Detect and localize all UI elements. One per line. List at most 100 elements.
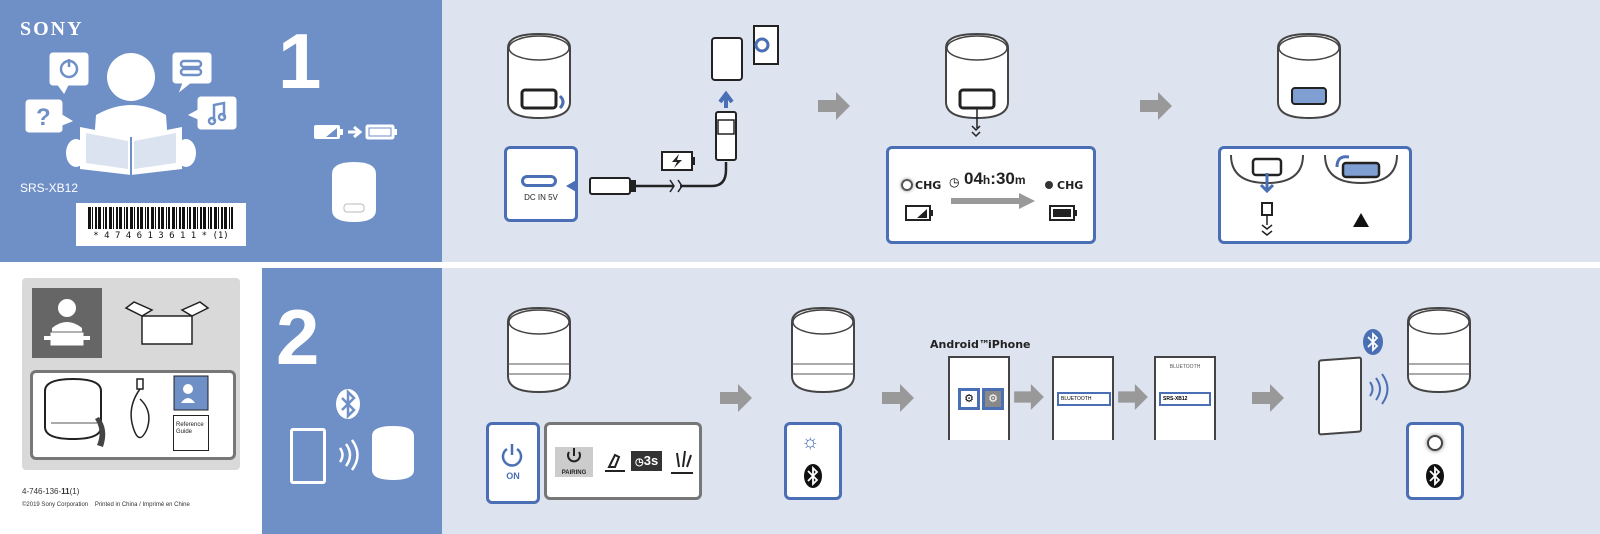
printed-in: Printed in China / Imprimé en Chine [94,502,190,508]
adapter-icon [711,37,743,81]
cover-panel: SONY ? SRS-XB12 * [0,0,262,262]
usb-c-port-icon [521,175,557,187]
speaker-front-icon [507,306,571,394]
dc-in-port-callout: DC IN 5V [504,146,578,222]
iphone-settings-icon[interactable]: ⚙ [982,388,1004,410]
chg-led-on-icon [901,179,913,191]
arrow-right-icon [720,384,752,412]
barcode-number: * 4 7 4 6 1 3 6 1 1 * (1) [93,231,229,241]
model-name: SRS-XB12 [20,181,79,195]
device-list-header: BLUETOOTH [1169,364,1201,370]
speaker-front-icon [1407,306,1471,394]
bluetooth-icon [1363,329,1383,355]
hand-release-icon [671,450,693,474]
power-icon [501,444,523,467]
cover-close-callout [1218,146,1412,244]
open-box-icon [124,301,210,345]
step2-number: 2 [276,293,320,381]
charge-time: 04h:30m [964,169,1026,189]
manual-icon [173,375,209,411]
progress-arrow-icon [951,193,1035,209]
chg-label-off: CHG [1057,179,1084,192]
barcode: * 4 7 4 6 1 3 6 1 1 * (1) [76,203,246,246]
speaker-cover-closed-icon [1277,32,1341,120]
pairing-callout: PAIRING ◷3s [544,422,702,500]
arrow-right-icon [1118,384,1148,410]
cable-illustration [566,25,779,195]
speaker-back-icon [507,32,571,120]
on-label: ON [506,471,520,481]
wireless-waves-icon [338,439,359,471]
step2-panel: ON PAIRING ◷3s ☼ Android™ iPhone ⚙ [442,268,1600,534]
device-item-label: SRS-XB12 [1163,396,1188,402]
phone-settings-screen: ⚙ ⚙ [948,356,1010,440]
unboxing-icon [32,288,102,358]
svg-text:?: ? [36,104,51,131]
sony-logo: SONY [20,18,84,40]
hold-timer: ◷3s [631,451,663,471]
connected-phone-icon [1318,356,1362,436]
speaker-with-strap-icon [44,377,106,447]
power-icon [567,448,581,463]
time-h: h [982,173,991,187]
bluetooth-led-icon [804,464,822,488]
bluetooth-toggle[interactable]: BLUETOOTH [1057,392,1111,406]
power-bubble-icon [49,52,89,86]
footer-line: ©2019 Sony Corporation Printed in China … [22,502,190,508]
bluetooth-led-icon [1426,464,1444,488]
part-number-prefix: 4-746-136- [22,487,62,496]
part-number-bold: 11 [61,487,70,496]
device-list-item[interactable]: SRS-XB12 [1159,392,1211,406]
connected-led-callout [1406,422,1464,500]
arrow-right-icon [882,384,914,412]
arrow-right-icon [818,92,850,120]
bluetooth-icon [336,388,360,420]
speaker-charging-icon [945,32,1009,138]
time-m: m [1014,173,1026,187]
battery-charging-icon [661,151,695,171]
speaker-icon [332,162,376,222]
charging-time-callout: CHG ◷ 04h:30m CHG [886,146,1096,244]
reader-illustration: ? [25,52,237,175]
bluetooth-toggle-screen: BLUETOOTH [1052,356,1114,440]
pairing-label: PAIRING [561,470,587,476]
clock-icon: ◷ [635,457,644,468]
chg-label-on: CHG [915,179,942,192]
step2-side-panel: 2 [262,268,442,534]
part-number: 4-746-136-11(1) [22,487,79,496]
contents-list: Reference Guide [30,370,236,460]
arrow-right-icon [1140,92,1172,120]
usb-cable-icon [130,378,150,439]
time-hours: 04 [964,169,983,188]
part-number-suffix: (1) [69,487,80,496]
unplug-illustration [1230,154,1304,236]
time-minutes: 30 [995,169,1015,188]
bluetooth-setting-label: BLUETOOTH [1061,396,1092,402]
clock-icon: ◷ [949,175,960,189]
barcode-lines [88,207,233,229]
phone-icon [290,428,326,484]
step1-panel: DC IN 5V CHG ◷ 04h:30m CHG [442,0,1600,262]
battery-low-icon [905,205,933,221]
contents-frame: Reference Guide [22,278,240,470]
port-label: DC IN 5V [524,193,558,202]
hand-press-icon [605,453,625,472]
reference-guide-icon: Reference Guide [173,415,209,451]
step1-side-panel: 1 [262,0,442,262]
arrow-right-icon [1014,384,1044,410]
blinking-led-icon: ☼ [801,431,820,453]
step1-number: 1 [278,17,322,105]
solid-led-icon [1427,435,1443,451]
close-cover-illustration [1324,154,1398,227]
music-bubble-icon [197,96,237,130]
android-label: Android™ [930,338,990,351]
battery-full-icon [1049,205,1077,221]
contents-panel: Reference Guide 4-746-136-11(1) ©2019 So… [0,262,262,534]
android-settings-icon[interactable]: ⚙ [958,388,980,410]
speaker-front-icon [791,306,855,394]
iphone-label: iPhone [988,338,1031,351]
hold-time: 3s [643,453,659,468]
pairing-button: PAIRING [555,447,593,477]
power-button-callout: ON [486,422,540,504]
pairing-led-callout: ☼ [784,422,842,500]
